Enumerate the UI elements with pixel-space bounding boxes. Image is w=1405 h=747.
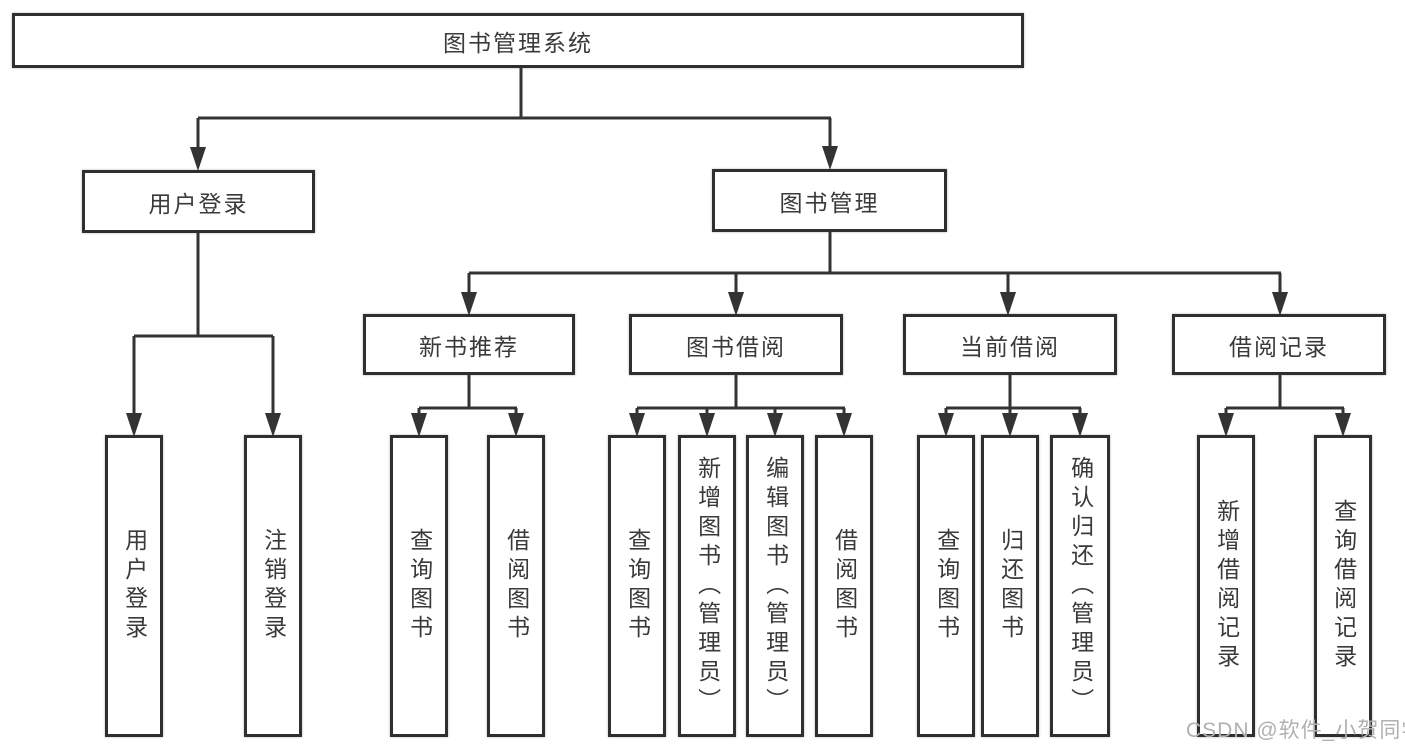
node-leaf-edit-book-admin: 编辑图书（管理员）: [746, 435, 804, 737]
arrowhead-icon: [508, 413, 524, 437]
arrowhead-icon: [822, 146, 838, 170]
connector-new-book-recommend-to-leaves: [411, 374, 524, 437]
node-leaf-query-books-current: 查询图书: [917, 435, 975, 737]
arrowhead-icon: [1002, 413, 1018, 437]
arrowhead-icon: [1000, 292, 1016, 316]
watermark: CSDN @软件_小贺同学: [1186, 719, 1405, 742]
node-leaf-query-books-borrow: 查询图书: [608, 435, 666, 737]
connector-root-to-branches: [190, 67, 838, 171]
node-leaf-add-borrow-record-label: 新增借阅记录: [1213, 499, 1240, 673]
node-new-book-recommend: 新书推荐: [363, 314, 575, 375]
arrowhead-icon: [699, 413, 715, 437]
connector-current-borrow-to-leaves: [938, 374, 1088, 437]
node-leaf-borrow-books-borrow: 借阅图书: [815, 435, 873, 737]
arrowhead-icon: [629, 413, 645, 437]
arrowhead-icon: [265, 413, 281, 437]
node-current-borrow-label: 当前借阅: [960, 333, 1060, 360]
node-leaf-query-borrow-record-label: 查询借阅记录: [1330, 499, 1357, 673]
node-leaf-add-borrow-record: 新增借阅记录: [1197, 435, 1255, 737]
node-book-management-label: 图书管理: [779, 189, 880, 216]
node-leaf-query-books-borrow-label: 查询图书: [624, 528, 651, 644]
node-leaf-borrow-books-recommend: 借阅图书: [487, 435, 545, 737]
arrowhead-icon: [1335, 413, 1351, 437]
arrowhead-icon: [461, 292, 477, 316]
node-leaf-login: 用户登录: [105, 435, 163, 737]
arrowhead-icon: [1272, 292, 1288, 316]
node-new-book-recommend-label: 新书推荐: [419, 333, 519, 360]
node-borrow-records: 借阅记录: [1172, 314, 1386, 375]
node-user-login-branch: 用户登录: [82, 170, 315, 233]
node-book-borrow: 图书借阅: [629, 314, 843, 375]
node-book-borrow-label: 图书借阅: [686, 333, 786, 360]
arrowhead-icon: [767, 413, 783, 437]
arrowhead-icon: [728, 292, 744, 316]
connector-book-management-to-modules: [461, 231, 1288, 316]
connector-user-login-to-leaves: [126, 232, 281, 437]
node-leaf-return-book-label: 归还图书: [997, 528, 1024, 644]
node-leaf-borrow-books-recommend-label: 借阅图书: [503, 528, 530, 644]
node-leaf-return-book: 归还图书: [981, 435, 1039, 737]
arrowhead-icon: [411, 413, 427, 437]
node-leaf-logout: 注销登录: [244, 435, 302, 737]
node-root-label: 图书管理系统: [443, 29, 593, 56]
node-leaf-query-books-recommend-label: 查询图书: [406, 528, 433, 644]
node-leaf-borrow-books-borrow-label: 借阅图书: [831, 528, 858, 644]
node-leaf-edit-book-admin-label: 编辑图书（管理员）: [762, 455, 789, 717]
node-root: 图书管理系统: [12, 13, 1024, 68]
node-leaf-login-label: 用户登录: [121, 528, 148, 644]
arrowhead-icon: [836, 413, 852, 437]
arrowhead-icon: [1072, 413, 1088, 437]
arrowhead-icon: [126, 413, 142, 437]
node-borrow-records-label: 借阅记录: [1229, 333, 1329, 360]
arrowhead-icon: [938, 413, 954, 437]
node-book-management: 图书管理: [712, 169, 947, 232]
node-leaf-confirm-return-admin: 确认归还（管理员）: [1050, 435, 1110, 737]
node-leaf-query-books-current-label: 查询图书: [933, 528, 960, 644]
node-leaf-confirm-return-admin-label: 确认归还（管理员）: [1067, 455, 1094, 717]
node-user-login-branch-label: 用户登录: [148, 190, 249, 217]
arrowhead-icon: [190, 147, 206, 171]
node-leaf-logout-label: 注销登录: [260, 528, 287, 644]
arrowhead-icon: [1218, 413, 1234, 437]
node-leaf-add-book-admin-label: 新增图书（管理员）: [694, 455, 721, 717]
connector-borrow-records-to-leaves: [1218, 374, 1351, 437]
node-current-borrow: 当前借阅: [903, 314, 1117, 375]
node-leaf-add-book-admin: 新增图书（管理员）: [678, 435, 736, 737]
connector-book-borrow-to-leaves: [629, 374, 852, 437]
node-leaf-query-borrow-record: 查询借阅记录: [1314, 435, 1372, 737]
node-leaf-query-books-recommend: 查询图书: [390, 435, 448, 737]
